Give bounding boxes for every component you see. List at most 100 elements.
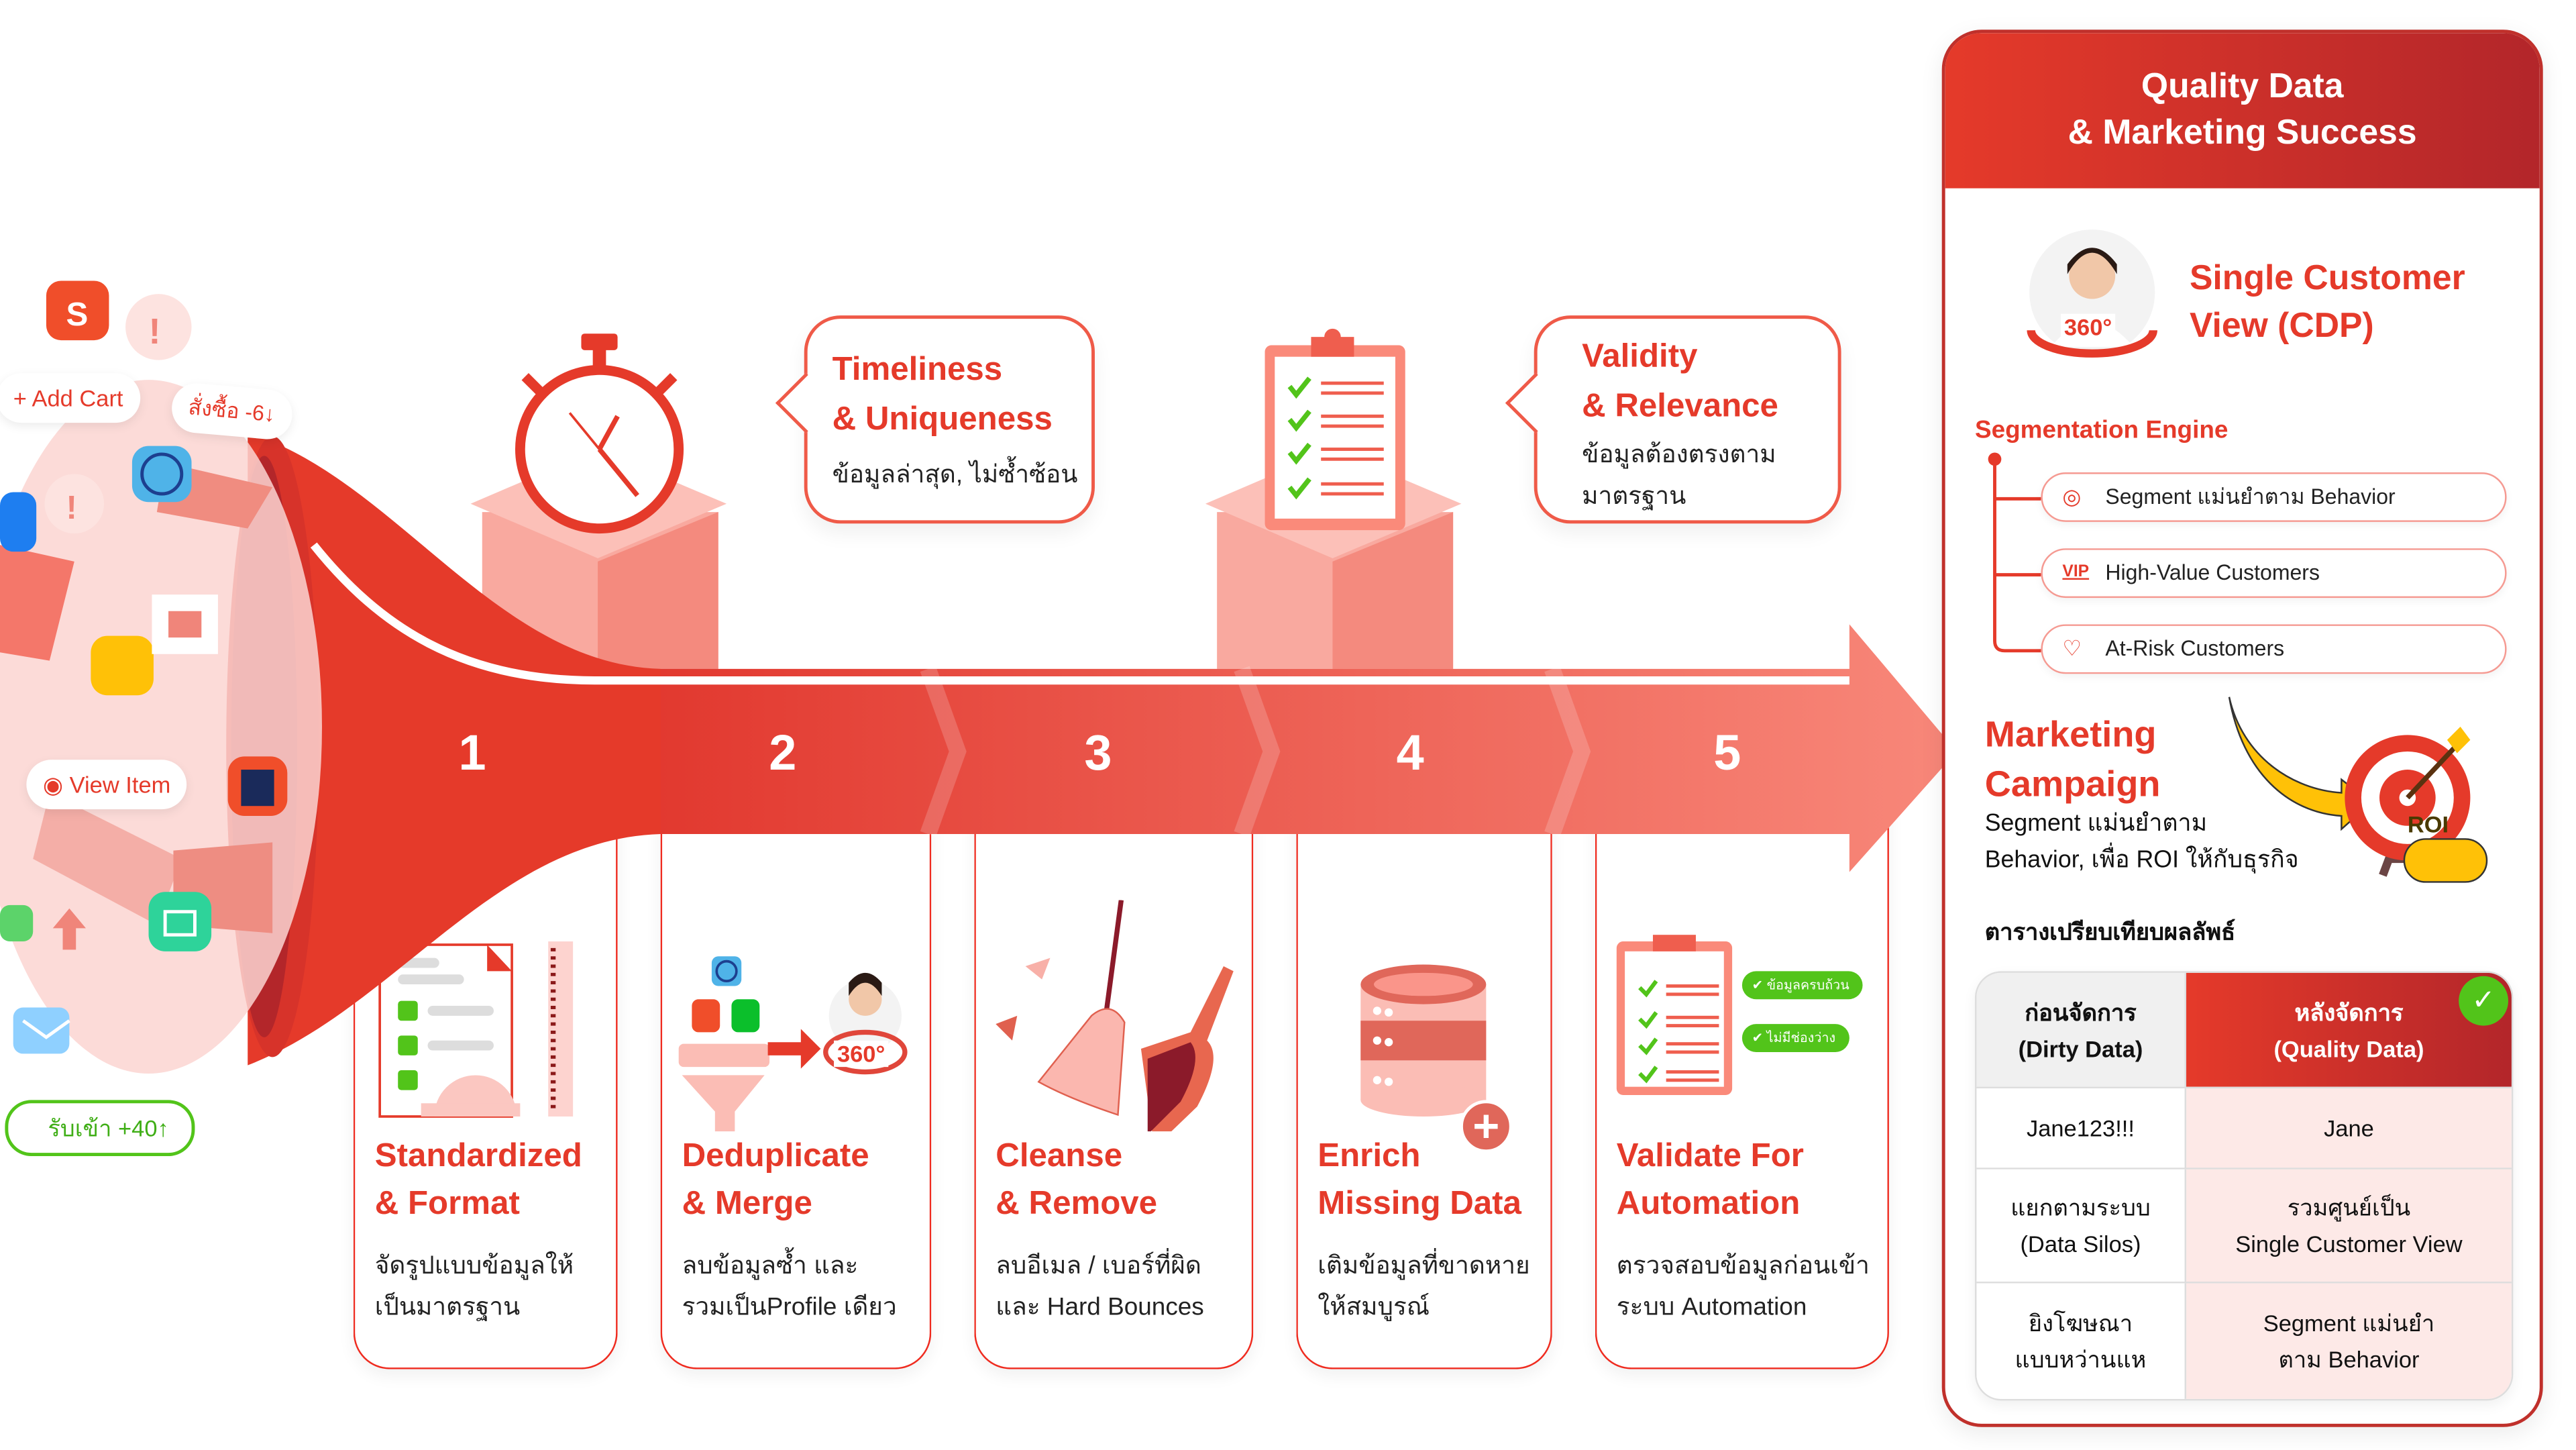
step-card-deduplicate: 360° Deduplicate & Merge ลบข้อมูลซ้ำ และร…: [660, 776, 932, 1369]
vip-icon: VIP: [2062, 563, 2090, 582]
card-title: & Format: [374, 1186, 520, 1223]
badge-360: 360°: [834, 1040, 889, 1068]
segmentation-title: Segmentation Engine: [1974, 416, 2229, 445]
segment-label: At-Risk Customers: [2105, 635, 2285, 661]
clipboard-check-icon: [1616, 935, 1733, 1095]
shopee-icon: [46, 280, 109, 341]
tree-connector: [1988, 452, 2041, 653]
tag-stock-in: รับเข้า +40↑: [5, 1100, 196, 1157]
panel-title: Quality Data: [2141, 67, 2344, 106]
campaign-title: Marketing: [1984, 713, 2157, 755]
step-card-validate: ✔ ข้อมูลครบถ้วน ✔ ไม่มีช่องว่าง Validate…: [1595, 776, 1889, 1369]
cell-text: แยกตามระบบ: [2010, 1194, 2151, 1221]
card-title: Standardized: [374, 1137, 582, 1175]
cell-text: Jane123!!!: [2026, 1115, 2135, 1141]
stopwatch-icon: [515, 333, 684, 534]
tag-label: View Item: [69, 771, 171, 798]
eye-icon: ◉: [42, 771, 70, 798]
target-icon: ◎: [2062, 484, 2082, 509]
validation-tag-label: ข้อมูลครบถ้วน: [1766, 978, 1849, 993]
callout-desc: ข้อมูลต้องตรงตาม: [1582, 441, 1776, 470]
callout-title: & Uniqueness: [832, 401, 1053, 438]
card-title: Enrich: [1318, 1137, 1421, 1175]
cell-text: แบบหว่านแห: [2015, 1346, 2147, 1373]
cdp-title: View (CDP): [2189, 307, 2374, 346]
cell-text: Segment แม่นยำ: [2263, 1309, 2435, 1337]
broken-heart-icon: ♡: [2062, 635, 2082, 661]
header-label: หลังจัดการ: [2294, 998, 2404, 1025]
card-desc: ลบอีเมล / เบอร์ที่ผิด: [996, 1251, 1201, 1280]
clipboard-checklist-icon: [1265, 328, 1405, 531]
card-desc: ลบข้อมูลซ้ำ และ: [682, 1251, 859, 1280]
card-desc: ให้สมบูรณ์: [1318, 1293, 1430, 1322]
messy-data-cloud: S ! !: [0, 280, 322, 1074]
table-title: ตารางเปรียบเทียบผลลัพธ์: [1984, 918, 2236, 945]
campaign-desc: Segment แม่นยำตาม: [1984, 811, 2208, 837]
header-after: หลังจัดการ(Quality Data) ✓: [2186, 972, 2512, 1089]
broom-dustpan-icon: [996, 900, 1234, 1132]
card-desc: ระบบ Automation: [1616, 1293, 1807, 1322]
cell-before: แยกตามระบบ (Data Silos): [1976, 1169, 2187, 1284]
comparison-table: ก่อนจัดการ (Dirty Data) หลังจัดการ(Qualit…: [1974, 971, 2514, 1401]
card-title: Validate For: [1616, 1137, 1804, 1175]
segment-item: ♡ At-Risk Customers: [2041, 624, 2507, 674]
header-before: ก่อนจัดการ (Dirty Data): [1976, 972, 2187, 1089]
table-row: ยิงโฆษณาแบบหว่านแห Segment แม่นยำตาม Beha…: [1976, 1283, 2512, 1399]
header-label: (Dirty Data): [2018, 1035, 2143, 1061]
customer-avatar: [2027, 229, 2157, 358]
callout-desc: มาตรฐาน: [1582, 482, 1686, 511]
card-desc: และ Hard Bounces: [996, 1293, 1204, 1322]
cell-text: Single Customer View: [2235, 1230, 2463, 1257]
campaign-title: Campaign: [1984, 763, 2161, 805]
panel-header: Quality Data& Marketing Success: [1945, 33, 2540, 189]
card-title: & Merge: [682, 1186, 812, 1223]
cell-text: (Data Silos): [2020, 1230, 2141, 1257]
database-plus-icon: [1360, 964, 1513, 1153]
plus-icon: +: [13, 384, 32, 411]
roi-badge: ROI: [2407, 811, 2449, 837]
segment-item: ◎ Segment แม่นยำตาม Behavior: [2041, 472, 2507, 522]
card-title: Automation: [1616, 1186, 1801, 1223]
funnel-merge-icon: [678, 956, 908, 1132]
svg-text:!: !: [149, 311, 161, 352]
table-header-row: ก่อนจัดการ (Dirty Data) หลังจัดการ(Qualit…: [1976, 972, 2512, 1089]
check-circle-icon: ✔: [1752, 1030, 1767, 1046]
callout-validity: Validity& Relevance ข้อมูลต้องตรงตามมาตร…: [1534, 315, 1841, 524]
cell-after: Jane: [2186, 1088, 2512, 1170]
card-title: & Remove: [996, 1186, 1158, 1223]
document-ruler-icon: [378, 941, 574, 1118]
card-desc: รวมเป็นProfile เดียว: [682, 1293, 897, 1322]
card-title: Deduplicate: [682, 1137, 869, 1175]
campaign-desc: Behavior, เพื่อ ROI ให้กับธุรกิจ: [1984, 847, 2299, 874]
callout-timeliness: Timeliness& Uniqueness ข้อมูลล่าสุด, ไม่…: [804, 315, 1095, 524]
cell-text: ตาม Behavior: [2278, 1346, 2420, 1373]
card-desc: เป็นมาตรฐาน: [374, 1293, 521, 1322]
cell-text: ยิงโฆษณา: [2028, 1309, 2133, 1337]
step-number: 4: [1396, 727, 1424, 782]
email-icon: [13, 1007, 70, 1054]
card-desc: เติมข้อมูลที่ขาดหาย: [1318, 1251, 1530, 1280]
shopping-bag-icon: [148, 892, 212, 951]
header-label: ก่อนจัดการ: [2025, 998, 2137, 1025]
callout-desc: ข้อมูลล่าสุด, ไม่ซ้ำซ้อน: [832, 460, 1078, 489]
table-row: Jane123!!! Jane: [1976, 1088, 2512, 1170]
cdp-360-badge: 360°: [2060, 313, 2116, 341]
step-number: 3: [1084, 727, 1112, 782]
check-circle-icon: ✔: [1752, 978, 1767, 993]
check-circle-icon: ✓: [2459, 976, 2509, 1026]
step-number: 1: [458, 727, 486, 782]
svg-text:S: S: [66, 296, 88, 333]
segment-label: Segment แม่นยำตาม Behavior: [2105, 484, 2396, 509]
pipeline-arrow: [495, 624, 1957, 872]
callout-title: & Relevance: [1582, 388, 1778, 425]
card-title: Missing Data: [1318, 1186, 1521, 1223]
validation-tag: ✔ ไม่มีช่องว่าง: [1741, 1024, 1849, 1052]
shop-app-icon: [91, 635, 154, 696]
cell-text: รวมศูนย์เป็น: [2287, 1194, 2411, 1221]
step-number: 2: [769, 727, 797, 782]
card-desc: จัดรูปแบบข้อมูลให้: [374, 1251, 574, 1280]
step-card-cleanse: Cleanse& Remove ลบอีเมล / เบอร์ที่ผิดและ…: [974, 776, 1254, 1369]
cell-after: Segment แม่นยำตาม Behavior: [2186, 1283, 2512, 1399]
